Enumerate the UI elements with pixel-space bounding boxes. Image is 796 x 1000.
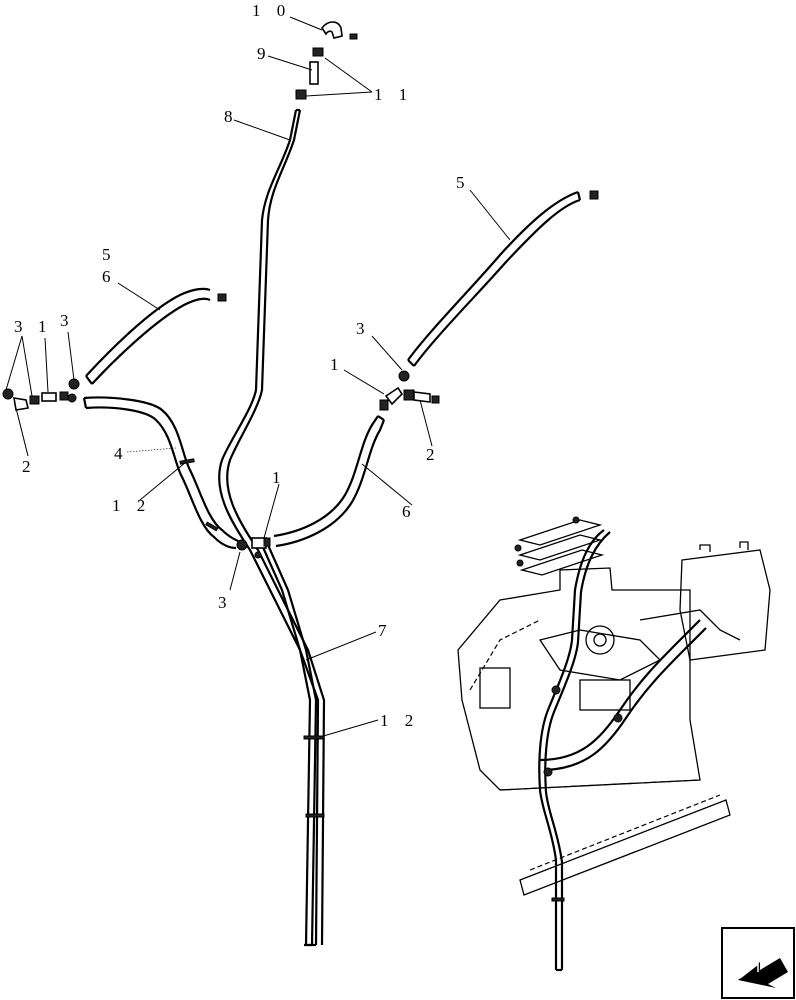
locator-inset bbox=[457, 516, 771, 972]
hose-5-6-left bbox=[85, 287, 227, 385]
leader-lines bbox=[5, 16, 511, 738]
callout-3-left-b: 3 bbox=[60, 311, 75, 330]
callout-4: 4 bbox=[114, 444, 129, 463]
fitting-10-elbow bbox=[321, 21, 358, 40]
center-junction bbox=[251, 537, 271, 559]
hose-5-right bbox=[407, 190, 599, 367]
callout-1-right: 1 bbox=[330, 355, 345, 374]
callout-8: 8 bbox=[224, 107, 239, 126]
hose-4 bbox=[82, 396, 248, 551]
callout-3-left-a: 3 bbox=[14, 317, 29, 336]
callout-5-left: 5 bbox=[102, 245, 117, 264]
callout-1-center: 1 bbox=[272, 468, 287, 487]
callout-labels: 1 0 9 1 1 8 5 5 6 3 1 3 3 1 2 2 4 1 2 1 … bbox=[14, 1, 471, 730]
callout-12-lower: 1 2 bbox=[380, 711, 419, 730]
hose-6-right bbox=[273, 415, 386, 548]
callout-2-left: 2 bbox=[22, 457, 37, 476]
callout-12-upper: 1 2 bbox=[112, 496, 151, 515]
callout-6-right: 6 bbox=[402, 502, 417, 521]
callout-7: 7 bbox=[378, 621, 393, 640]
callout-10: 1 0 bbox=[252, 1, 291, 20]
callout-6-left: 6 bbox=[102, 267, 117, 286]
arrow-navigation-icon[interactable] bbox=[721, 927, 795, 999]
clamp-12-bottom bbox=[305, 813, 325, 818]
right-fitting-cluster bbox=[379, 370, 440, 411]
callout-5-right: 5 bbox=[456, 173, 471, 192]
fitting-9-adapter bbox=[295, 47, 324, 100]
callout-2-right: 2 bbox=[426, 445, 441, 464]
hose-7 bbox=[260, 544, 318, 947]
left-fitting-cluster bbox=[2, 378, 80, 411]
callout-3-center: 3 bbox=[218, 593, 233, 612]
callout-11: 1 1 bbox=[374, 85, 413, 104]
callout-1-left: 1 bbox=[38, 317, 53, 336]
callout-9: 9 bbox=[257, 44, 272, 63]
clamp-12-lower bbox=[303, 735, 325, 740]
callout-3-right: 3 bbox=[356, 319, 371, 338]
